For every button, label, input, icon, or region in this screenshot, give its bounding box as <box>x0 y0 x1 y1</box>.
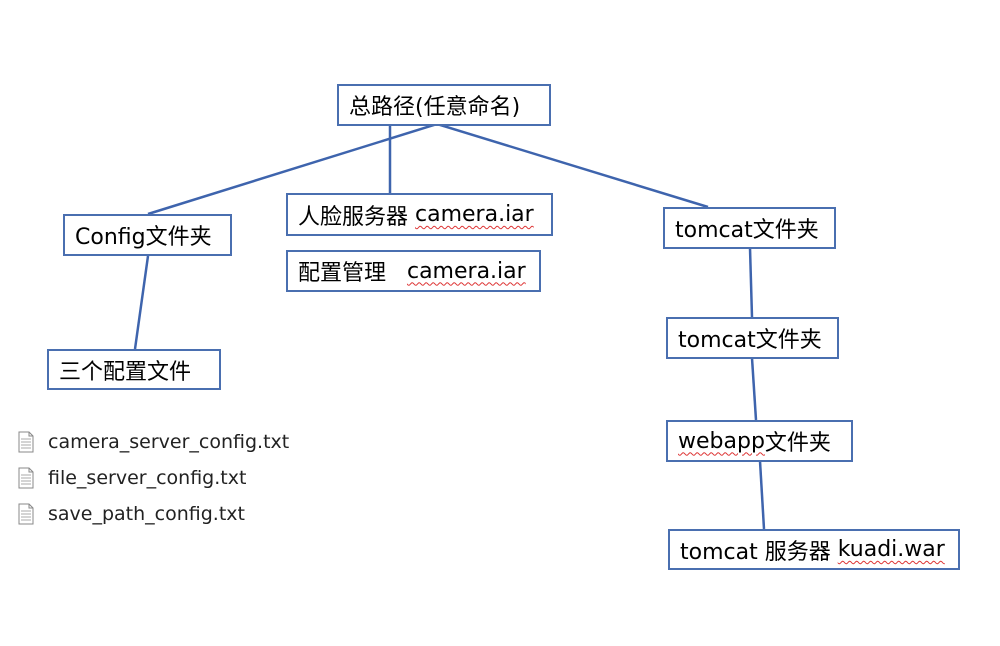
file-name: save_path_config.txt <box>48 503 245 525</box>
face-server-node: 人脸服务器 camera.iar <box>286 193 553 236</box>
file-name: file_server_config.txt <box>48 467 247 489</box>
file-item[interactable]: file_server_config.txt <box>18 460 289 496</box>
tomcat-server-prefix: tomcat 服务器 <box>680 539 838 565</box>
webapp-word: webapp <box>678 428 765 454</box>
root-label: 总路径(任意命名) <box>349 95 521 120</box>
edge-webapp-server <box>758 460 766 530</box>
tomcat-server-war: kuadi.war <box>837 537 945 562</box>
config-files-node: 三个配置文件 <box>47 349 221 390</box>
edge-tomcat1-tomcat2 <box>748 247 754 318</box>
tomcat-server-node: tomcat 服务器 kuadi.war <box>668 529 960 570</box>
config-manage-node: 配置管理 camera.iar <box>286 250 541 292</box>
face-server-prefix: 人脸服务器 <box>298 204 415 230</box>
webapp-suffix: 文件夹 <box>764 431 831 456</box>
tomcat-folder-label: tomcat文件夹 <box>675 218 819 243</box>
file-name: camera_server_config.txt <box>48 431 290 453</box>
edge-tomcat2-webapp <box>750 357 758 421</box>
config-manage-prefix: 配置管理 <box>298 261 407 286</box>
config-file-list: camera_server_config.txt file_server_con… <box>18 424 289 532</box>
edge-root-tomcat <box>436 122 709 209</box>
edge-config-files <box>133 255 150 350</box>
tomcat-folder-node: tomcat文件夹 <box>663 207 836 249</box>
file-item[interactable]: save_path_config.txt <box>18 496 289 532</box>
config-folder-label: Config文件夹 <box>75 225 212 250</box>
root-node: 总路径(任意命名) <box>337 84 551 126</box>
config-files-label: 三个配置文件 <box>59 359 192 385</box>
file-item[interactable]: camera_server_config.txt <box>18 424 289 460</box>
face-server-jar: camera.iar <box>415 202 534 227</box>
text-file-icon <box>18 431 34 453</box>
config-manage-jar: camera.iar <box>406 258 526 284</box>
tomcat-subfolder-node: tomcat文件夹 <box>666 317 839 359</box>
text-file-icon <box>18 503 34 525</box>
webapp-folder-node: webapp 文件夹 <box>666 420 853 462</box>
tomcat-subfolder-label: tomcat文件夹 <box>678 328 822 353</box>
text-file-icon <box>18 467 34 489</box>
config-folder-node: Config文件夹 <box>63 214 232 256</box>
